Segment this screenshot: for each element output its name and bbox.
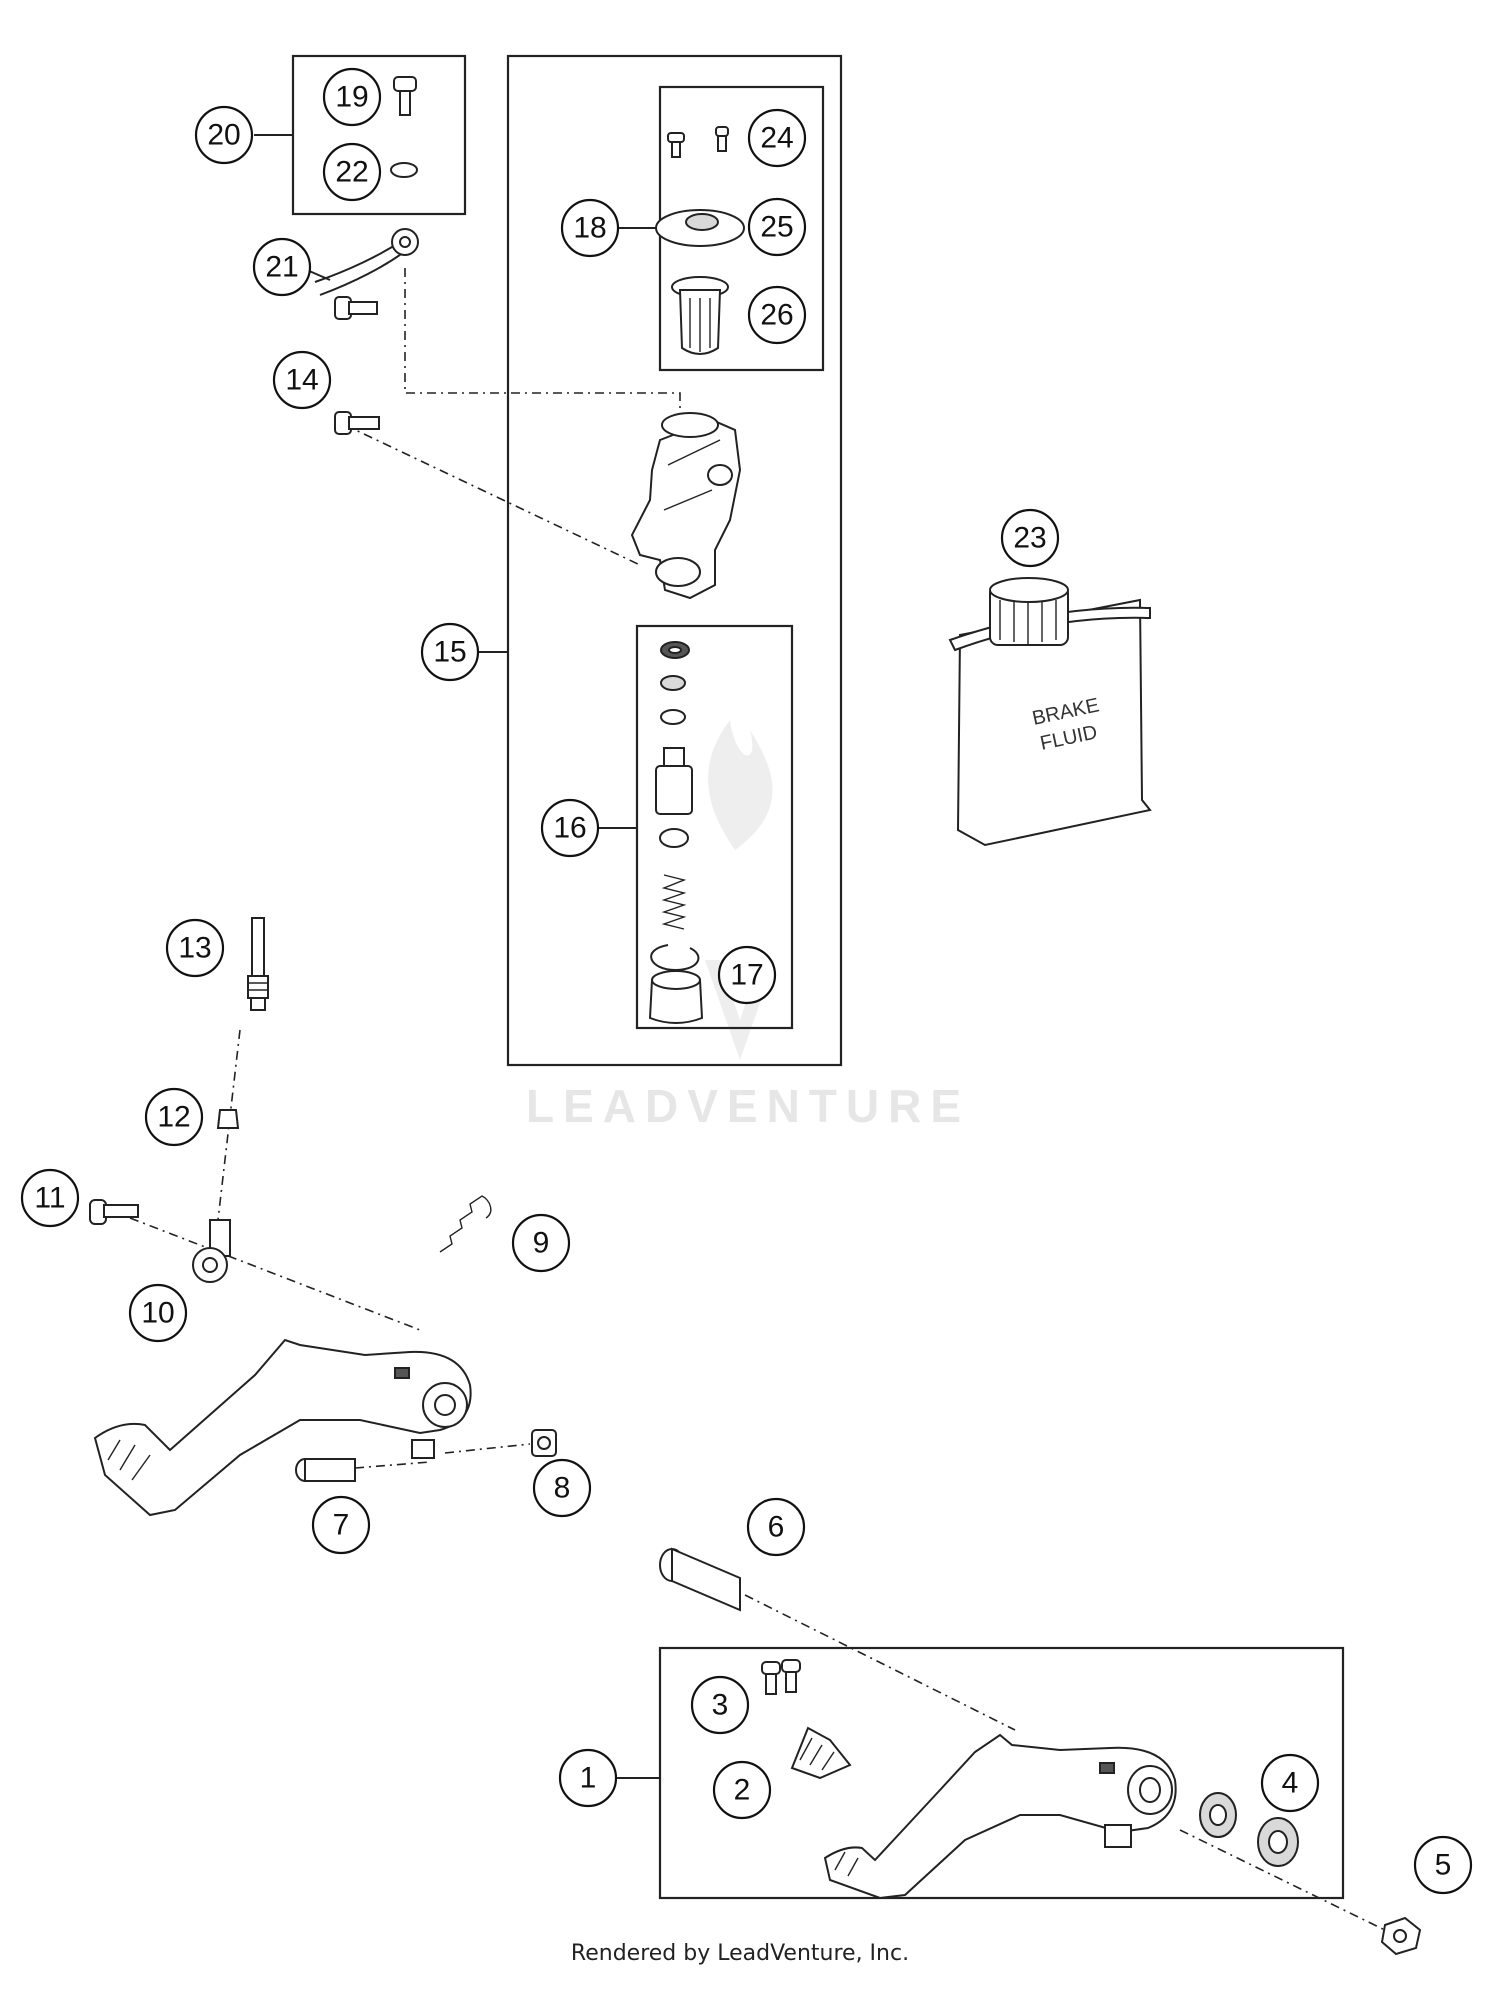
- part-1-brake-pedal: [823, 1733, 1177, 1900]
- svg-text:16: 16: [553, 812, 586, 845]
- part-22-washer: [390, 162, 418, 178]
- part-6-pivot-bolt: [659, 1547, 741, 1612]
- svg-text:18: 18: [573, 212, 606, 245]
- svg-text:21: 21: [265, 251, 298, 284]
- part-15-master-cylinder: [630, 412, 742, 600]
- callout-21: 21: [252, 237, 312, 297]
- part-19-bolt: [393, 76, 417, 116]
- svg-text:8: 8: [554, 1472, 571, 1505]
- callout-18: 18: [560, 198, 620, 258]
- svg-text:20: 20: [207, 119, 240, 152]
- svg-text:14: 14: [285, 364, 318, 397]
- watermark: LEADVENTURE: [526, 720, 970, 1132]
- svg-text:22: 22: [335, 156, 368, 189]
- part-3-screws: [761, 1659, 801, 1695]
- svg-text:12: 12: [157, 1101, 190, 1134]
- part-2-foot-tip: [790, 1726, 852, 1780]
- part-4-bushings: [1199, 1792, 1299, 1867]
- watermark-flame-icon: [708, 720, 773, 850]
- callout-3: 3: [690, 1675, 750, 1735]
- part-10-clevis: [192, 1219, 231, 1283]
- svg-text:23: 23: [1013, 522, 1046, 555]
- callout-9: 9: [511, 1213, 571, 1273]
- callout-20: 20: [194, 105, 254, 165]
- svg-text:1: 1: [580, 1762, 597, 1795]
- part-13-push-rod: [247, 917, 269, 1011]
- callout-25: 25: [747, 197, 807, 257]
- frame-item-20: [291, 54, 467, 216]
- part-14-bolts: [334, 296, 380, 435]
- callout-12: 12: [144, 1087, 204, 1147]
- svg-text:5: 5: [1435, 1849, 1452, 1882]
- callout-11: 11: [20, 1168, 80, 1228]
- svg-text:9: 9: [533, 1227, 550, 1260]
- callout-4: 4: [1260, 1753, 1320, 1813]
- part-12-nut: [216, 1109, 240, 1129]
- svg-text:2: 2: [734, 1774, 751, 1807]
- part-11-bolt: [89, 1199, 139, 1225]
- svg-text:10: 10: [141, 1297, 174, 1330]
- callout-24: 24: [747, 108, 807, 168]
- part-21-brake-hose: [314, 228, 419, 296]
- svg-text:7: 7: [333, 1509, 350, 1542]
- assembly-lines: [129, 268, 1396, 1936]
- callout-14: 14: [272, 350, 332, 410]
- callout-17: 17: [717, 945, 777, 1005]
- svg-text:3: 3: [712, 1689, 729, 1722]
- callout-7: 7: [311, 1495, 371, 1555]
- callout-5: 5: [1413, 1835, 1473, 1895]
- watermark-text: LEADVENTURE: [526, 1080, 970, 1132]
- frame-item-15: [506, 54, 843, 1067]
- callout-13: 13: [165, 918, 225, 978]
- part-7-pin: [295, 1458, 356, 1482]
- part-23-brake-fluid-bottle: BRAKE FLUID: [948, 577, 1152, 847]
- part-16-piston-kit: [648, 641, 704, 1024]
- svg-text:15: 15: [433, 636, 466, 669]
- part-9-spring: [439, 1195, 492, 1253]
- callout-19: 19: [322, 67, 382, 127]
- svg-text:19: 19: [335, 81, 368, 114]
- svg-text:13: 13: [178, 932, 211, 965]
- svg-text:6: 6: [768, 1511, 785, 1544]
- callout-2: 2: [712, 1760, 772, 1820]
- footer-credit: Rendered by LeadVenture, Inc.: [571, 1941, 909, 1966]
- callout-1: 1: [558, 1748, 618, 1808]
- callout-10: 10: [128, 1283, 188, 1343]
- svg-text:25: 25: [760, 211, 793, 244]
- part-26-reservoir: [671, 276, 729, 355]
- callout-23: 23: [1000, 508, 1060, 568]
- svg-text:11: 11: [34, 1182, 65, 1215]
- callout-15: 15: [420, 622, 480, 682]
- frame-item-1: [658, 1646, 1345, 1900]
- svg-text:24: 24: [760, 122, 793, 155]
- part-25-reservoir-cap: [655, 209, 745, 247]
- part-8-nut: [531, 1429, 557, 1457]
- part-5-nut: [1380, 1916, 1422, 1956]
- part-24-screws: [667, 126, 729, 158]
- callout-16: 16: [540, 798, 600, 858]
- part-brake-pedal-exploded: [93, 1338, 472, 1517]
- svg-text:26: 26: [760, 299, 793, 332]
- svg-text:17: 17: [730, 959, 763, 992]
- callout-6: 6: [746, 1497, 806, 1557]
- svg-text:4: 4: [1282, 1767, 1299, 1800]
- callout-22: 22: [322, 142, 382, 202]
- callout-8: 8: [532, 1458, 592, 1518]
- callout-26: 26: [747, 285, 807, 345]
